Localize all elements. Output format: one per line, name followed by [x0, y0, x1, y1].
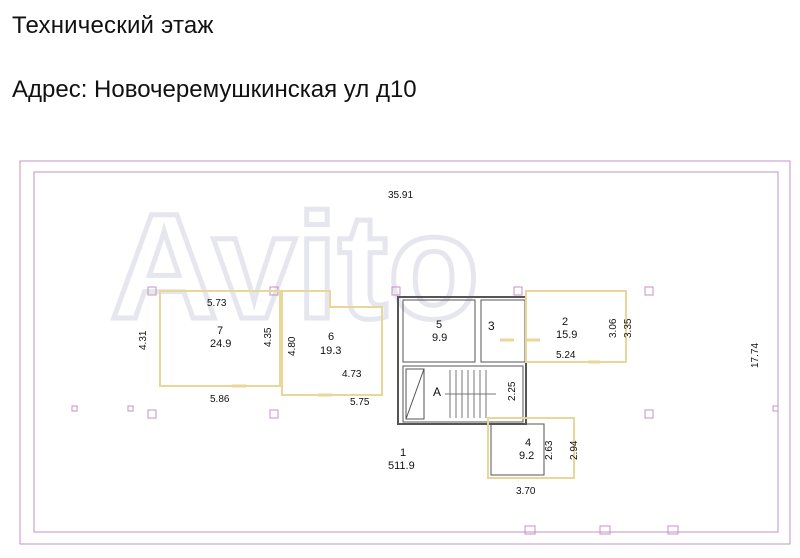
- room4-bottom-dim: 3.70: [516, 486, 536, 497]
- plan-title: Технический этаж: [12, 12, 214, 39]
- column: [667, 525, 679, 535]
- column: [391, 286, 401, 296]
- room4-dim-a: 2.63: [544, 440, 555, 460]
- column: [71, 405, 78, 412]
- doors: [232, 338, 600, 397]
- room7-top-dim: 5.73: [207, 298, 227, 309]
- stair-side-dim: 2.25: [507, 381, 518, 401]
- room1-number: 1: [400, 447, 406, 459]
- elevator-hatch: [405, 368, 425, 420]
- room-2: [525, 290, 627, 363]
- inner-boundary: [33, 171, 779, 533]
- column: [644, 409, 654, 419]
- outer-boundary: [19, 160, 791, 545]
- room-4-inner: [490, 423, 545, 476]
- room6-area: 19.3: [320, 345, 341, 357]
- room2-area: 15.9: [556, 329, 577, 341]
- stair-block: [402, 365, 524, 423]
- column: [513, 286, 523, 296]
- room4-dim-b: 2.94: [569, 440, 580, 460]
- room-5: [402, 299, 476, 363]
- room-7: [159, 290, 281, 387]
- elevator-shaft: [405, 368, 425, 420]
- outer-height-label: 17.74: [750, 343, 761, 368]
- room6-bottom-dim: 5.75: [350, 397, 370, 408]
- room2-right-dim-b: 3.35: [623, 318, 634, 338]
- stair-label: А: [433, 385, 441, 399]
- room7-bottom-dim: 5.86: [210, 394, 230, 405]
- room2-number: 2: [562, 316, 568, 328]
- room5-area: 9.9: [432, 332, 447, 344]
- column: [524, 525, 536, 535]
- watermark-text: Avito: [110, 182, 479, 350]
- room7-area: 24.9: [210, 338, 231, 350]
- room2-bottom-dim: 5.24: [556, 350, 576, 361]
- column: [147, 286, 157, 296]
- room2-right-dim-a: 3.06: [608, 318, 619, 338]
- room6-inner-dim: 4.73: [342, 369, 362, 380]
- room6-number: 6: [328, 331, 334, 343]
- room7-right-dim: 4.35: [263, 327, 274, 347]
- room4-area: 9.2: [519, 450, 534, 462]
- column: [269, 409, 279, 419]
- room1-area: 511.9: [388, 460, 415, 472]
- column: [127, 405, 134, 412]
- stair-treads: [445, 370, 496, 418]
- room-4: [487, 417, 575, 479]
- room-6: [281, 290, 383, 396]
- room4-number: 4: [525, 437, 531, 449]
- room3-number: 3: [488, 319, 495, 333]
- column: [147, 409, 157, 419]
- room7-number: 7: [217, 325, 223, 337]
- room6-left-dim: 4.80: [287, 336, 298, 356]
- column: [644, 286, 654, 296]
- outer-width-label: 35.91: [388, 190, 413, 201]
- column: [599, 525, 611, 535]
- room5-number: 5: [436, 319, 442, 331]
- room7-left-dim: 4.31: [138, 330, 149, 350]
- plan-address: Адрес: Новочеремушкинская ул д10: [12, 76, 417, 103]
- column: [772, 405, 779, 412]
